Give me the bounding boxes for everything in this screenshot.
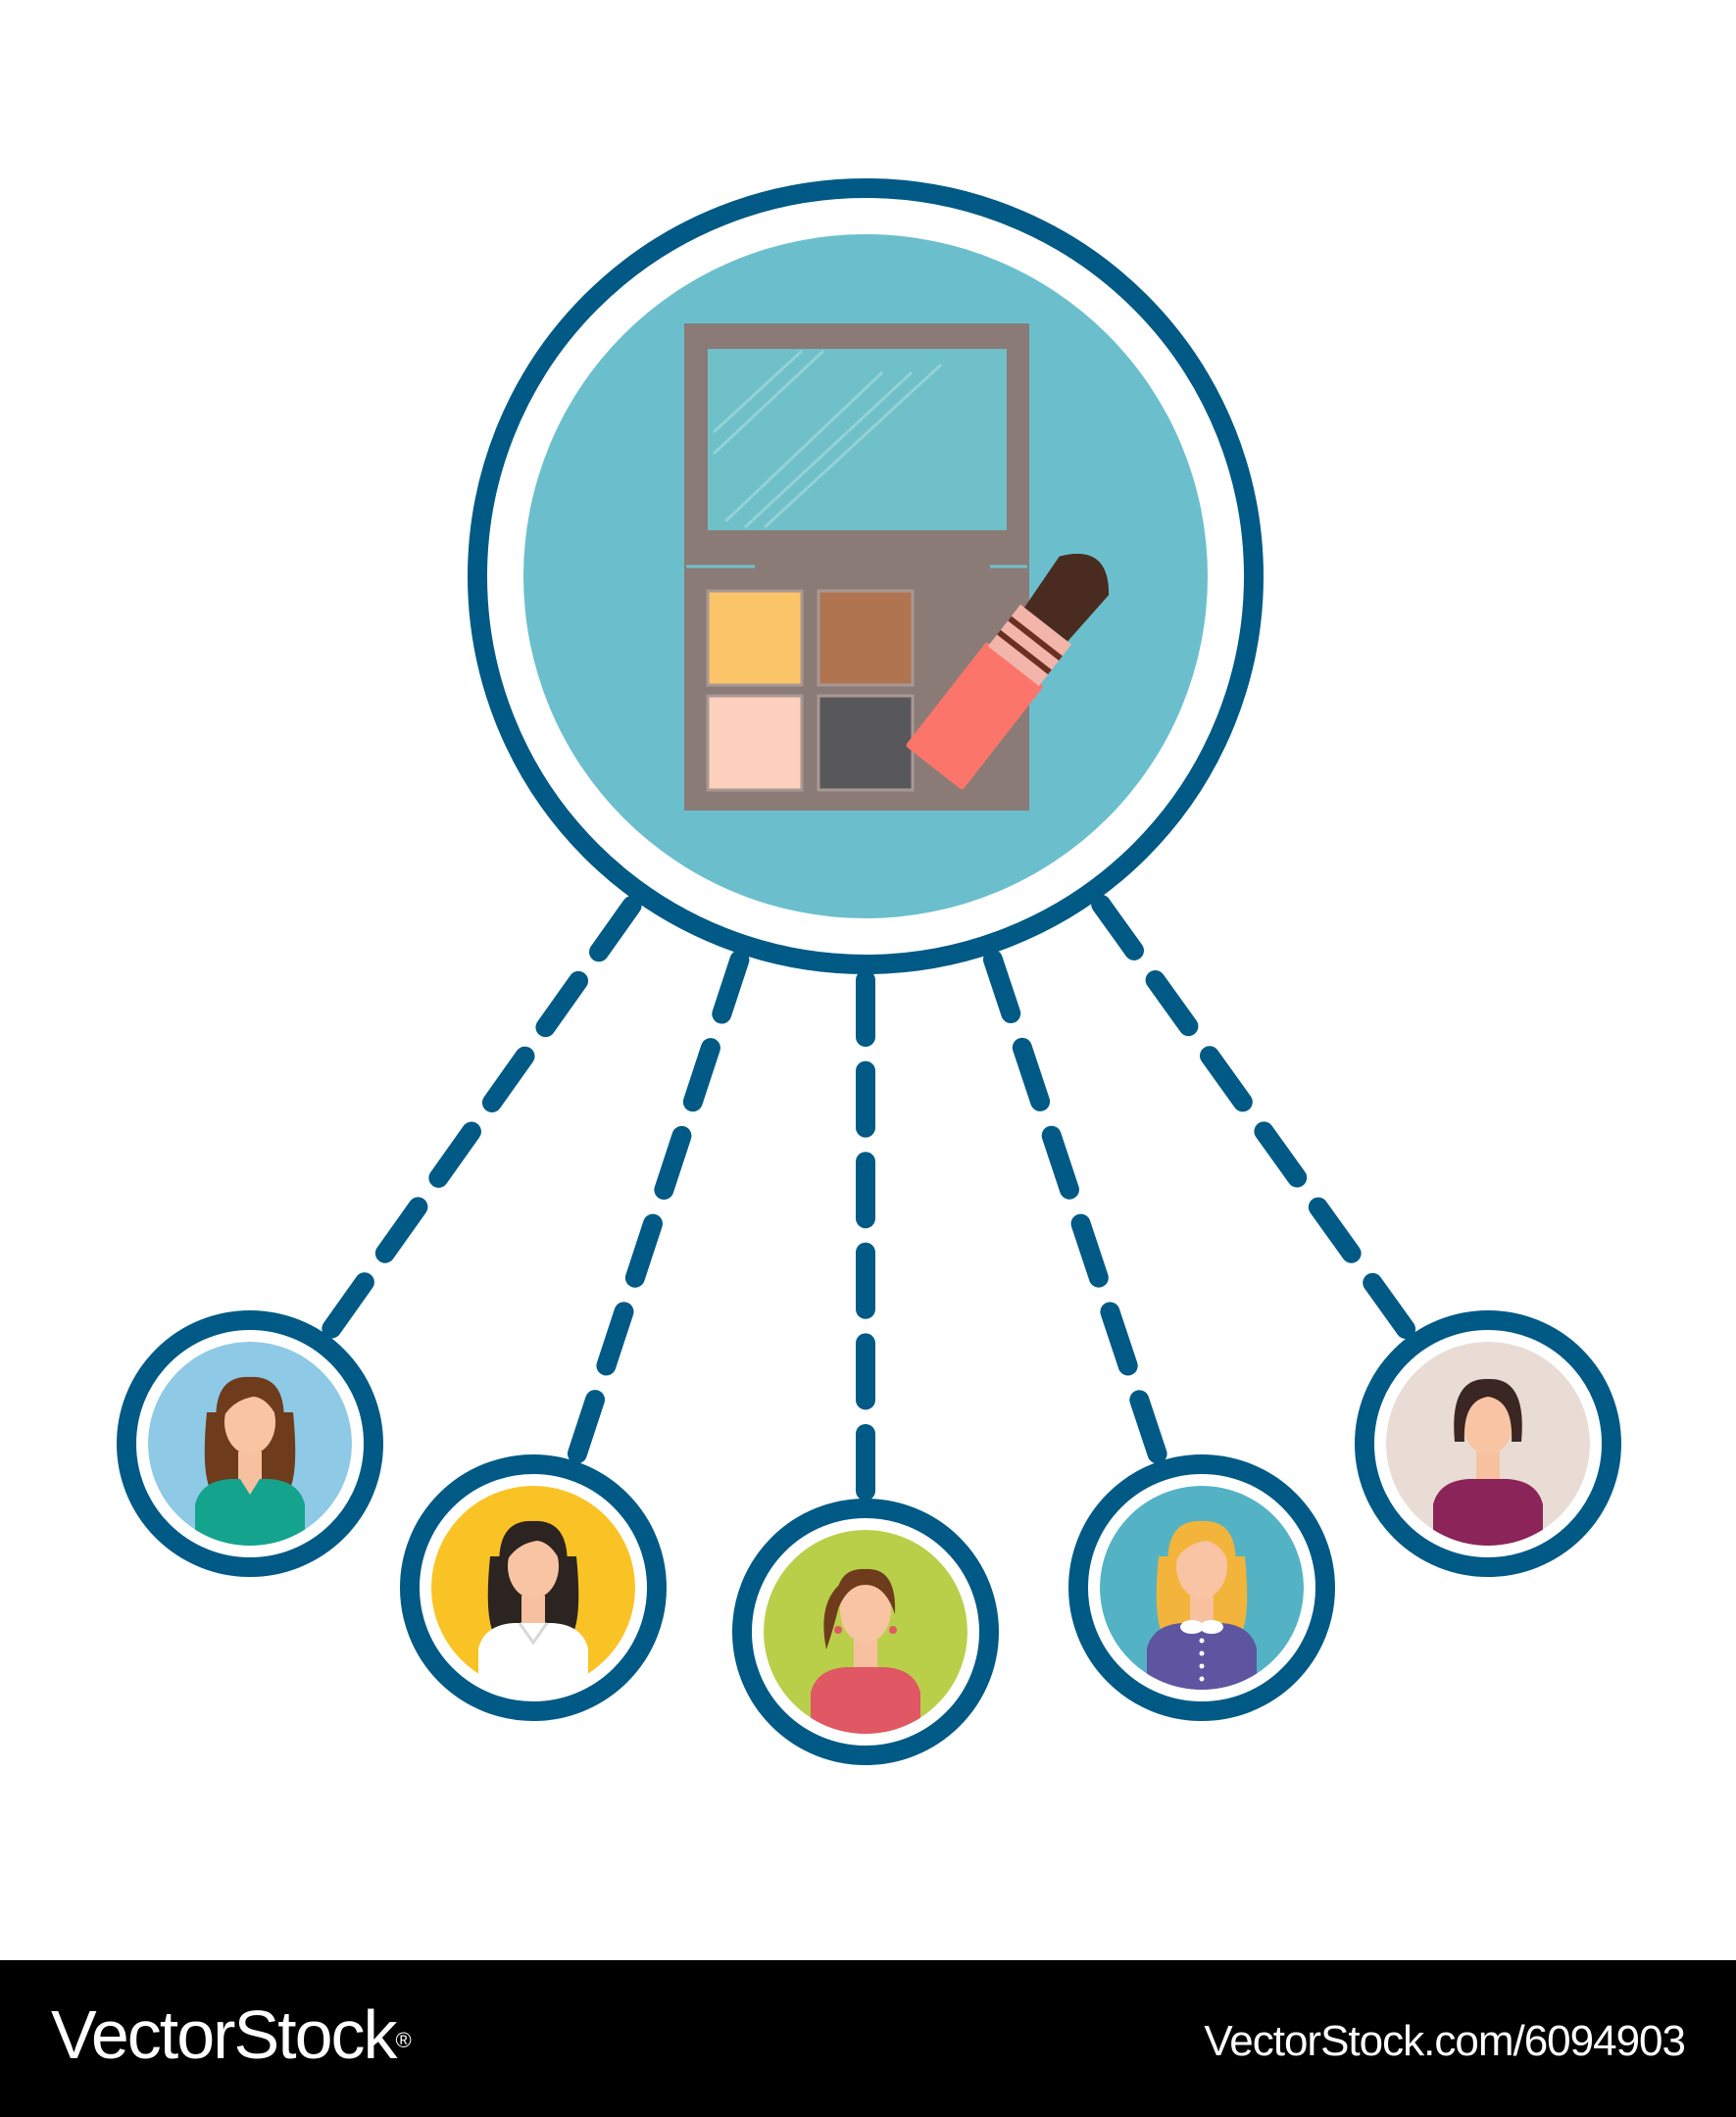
earring [834,1626,842,1634]
torso [811,1667,920,1734]
watermark-bar: VectorStock® VectorStock.com/6094903 [0,1960,1736,2117]
neckline [240,1479,260,1495]
earring [889,1626,897,1634]
mirror-reflection [712,349,943,529]
swatch-peach [706,694,804,792]
hub-node [468,178,1264,974]
dashed-connector [322,896,642,1339]
swatch-yellow [706,589,804,687]
watermark-brand: VectorStock® [51,1995,412,2074]
swatch-brown [817,589,915,687]
swatch-gray [817,694,915,792]
avatar-nodes [117,1310,1621,1765]
torso [195,1479,305,1546]
face [1176,1534,1227,1599]
avatar-node [732,1499,999,1765]
torso [478,1623,588,1690]
collar [518,1622,549,1646]
button-dot [1199,1650,1205,1656]
woman-avatar-icon [764,1530,967,1734]
brand-name: VectorStock [51,1996,398,2073]
brush-band [1008,615,1063,661]
dashed-connector [1091,894,1416,1340]
hair [835,1568,896,1614]
brush-band [997,629,1052,675]
woman-avatar-icon [148,1342,352,1546]
brush-bristles [1024,554,1110,642]
brush-handle [906,642,1043,790]
makeup-palette-icon [684,323,1029,811]
avatar-node [117,1310,383,1577]
collar [1200,1620,1223,1634]
button-dot [1199,1638,1205,1644]
button-dot [1199,1663,1205,1669]
torso [1147,1623,1257,1690]
face [508,1534,559,1599]
registered-mark: ® [395,2028,412,2052]
makeup-brush-icon [906,554,1110,790]
network-diagram [117,178,1621,1765]
woman-avatar-icon [431,1486,635,1690]
dashed-connector [567,950,750,1464]
hair [499,1520,568,1576]
palette-mirror [708,349,1007,530]
hair [216,1376,284,1432]
woman-avatar-icon [1100,1486,1304,1690]
avatar-node [400,1454,667,1721]
hair [1454,1378,1522,1442]
ponytail [823,1581,844,1649]
hair [1167,1520,1236,1576]
face [224,1390,275,1454]
face [1463,1390,1513,1454]
dashed-connector [982,949,1167,1464]
collar [1180,1620,1204,1634]
woman-avatar-icon [1386,1342,1590,1546]
connectors [322,894,1416,1501]
avatar-node [1068,1454,1335,1721]
brush-ferrule [987,604,1072,686]
avatar-node [1355,1310,1621,1577]
face [840,1578,891,1643]
button-dot [1199,1676,1205,1682]
image-reference: VectorStock.com/6094903 [1204,2017,1686,2065]
torso [1433,1479,1543,1546]
